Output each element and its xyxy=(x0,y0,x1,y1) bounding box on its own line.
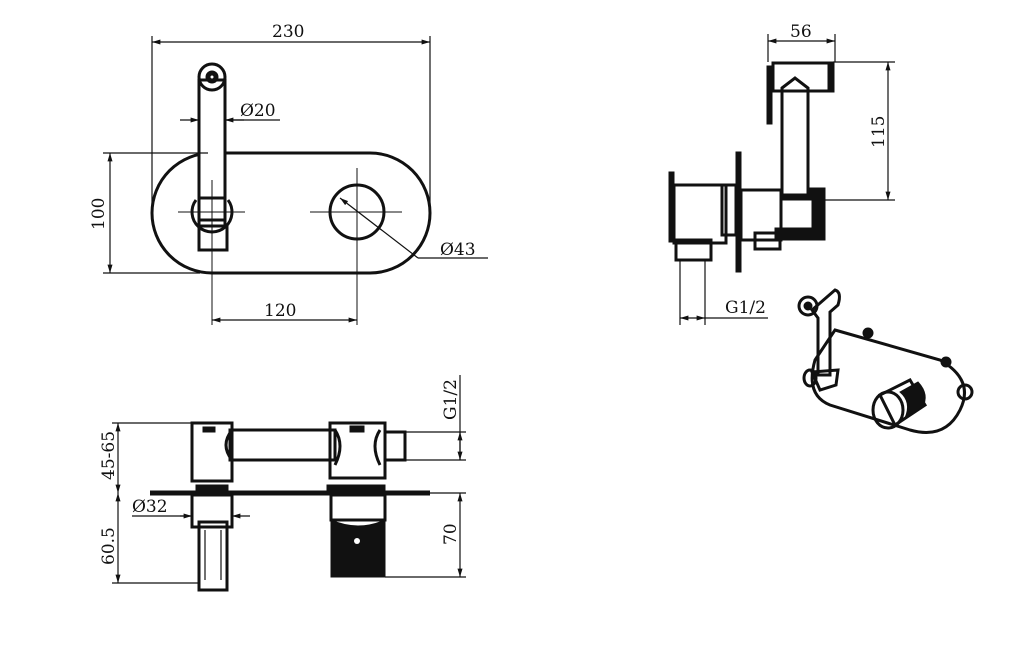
handset-inlet-label: G1/2 xyxy=(725,298,766,318)
wall-plate xyxy=(150,151,432,275)
front-view: 230 Ø20 Ø43 100 120 xyxy=(89,22,488,325)
protrusion-label: 45-65 xyxy=(99,431,119,480)
depth-right-label: 70 xyxy=(441,523,461,545)
handset-handle xyxy=(780,76,810,197)
handset-width-label: 56 xyxy=(790,22,812,42)
iso-handset xyxy=(809,288,841,377)
handset-height-label: 115 xyxy=(869,116,889,148)
knob-diameter-label: Ø43 xyxy=(440,240,476,260)
dimension-width-label: 230 xyxy=(272,22,304,42)
iso-knob xyxy=(871,390,905,430)
handset-view: 56 115 G1/2 xyxy=(668,22,895,325)
flange-diameter-label: Ø32 xyxy=(132,497,168,517)
iso-plate xyxy=(810,328,966,434)
spout-head xyxy=(197,62,227,92)
center-distance-label: 120 xyxy=(264,301,296,321)
depth-left-label: 60.5 xyxy=(99,527,119,565)
isometric-view xyxy=(797,288,974,434)
side-inlet-label: G1/2 xyxy=(441,379,461,420)
side-view: 45-65 60.5 Ø32 G1/2 70 xyxy=(99,375,466,592)
mixer-body xyxy=(330,519,386,578)
spout-diameter-label: Ø20 xyxy=(240,101,276,121)
height-label: 100 xyxy=(89,198,109,230)
